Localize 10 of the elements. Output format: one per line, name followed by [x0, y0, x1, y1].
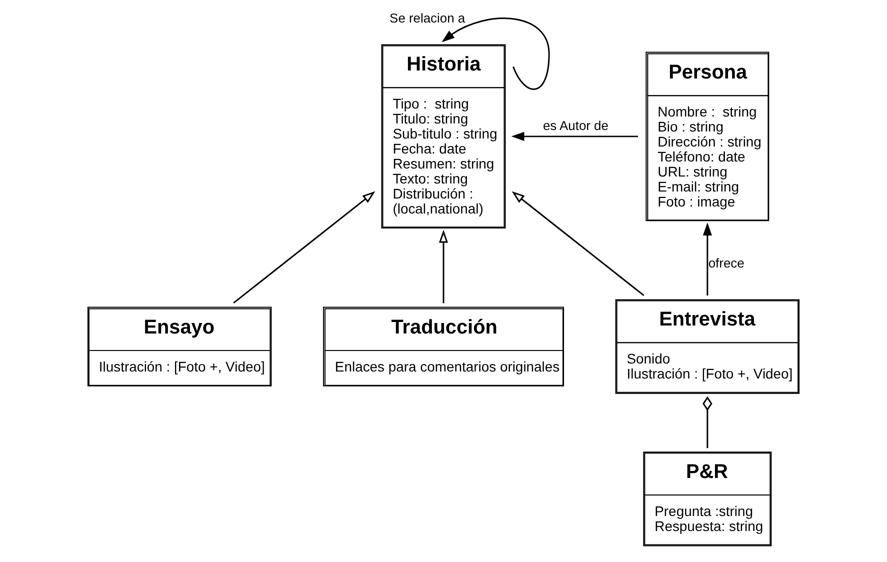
arrow — [702, 222, 712, 296]
connector — [702, 396, 712, 448]
edge-label: es Autor de — [542, 118, 608, 133]
edge-label: ofrece — [708, 255, 744, 270]
edge-label: Se relacion a — [390, 10, 466, 26]
arrow — [512, 191, 644, 296]
arrow — [511, 132, 638, 141]
arrow — [442, 18, 550, 90]
arrow — [233, 191, 376, 304]
arrow — [438, 230, 448, 304]
